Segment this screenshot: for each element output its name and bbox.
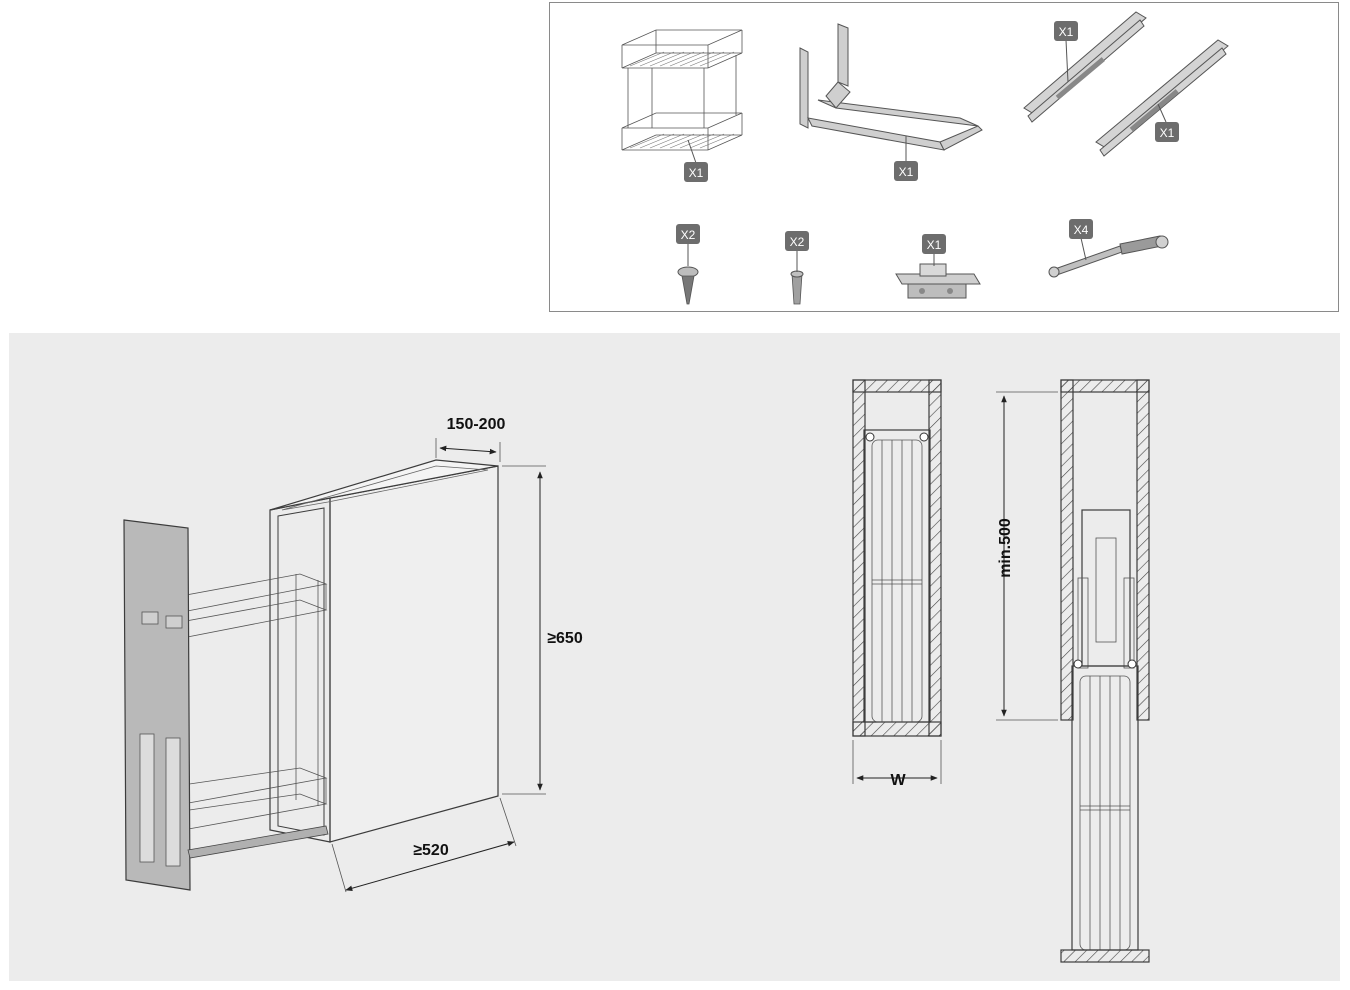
height-label: ≥650: [547, 630, 583, 647]
width-range-label: 150-200: [447, 416, 506, 433]
qty-badge-runner-right: X1: [1155, 122, 1179, 142]
qty-badge-frame: X1: [894, 161, 918, 181]
qty-label-plug: X2: [790, 235, 805, 249]
qty-badge-bracket: X1: [922, 234, 946, 254]
damper-part-illustration: [1048, 235, 1169, 278]
width-dimension: 150-200: [435, 416, 506, 462]
runner-parts-illustration: [1023, 11, 1229, 157]
qty-badge-plug: X2: [785, 231, 809, 251]
basket-part-illustration: [621, 29, 743, 151]
width-symbol-label: W: [890, 772, 906, 789]
top-view-closed: W: [852, 379, 942, 789]
qty-label-bracket: X1: [927, 238, 942, 252]
wall-plug-part-illustration: [790, 270, 804, 305]
bracket-part-illustration: [895, 263, 981, 299]
qty-label-runner-right: X1: [1160, 126, 1175, 140]
qty-badge-damper: X4: [1069, 219, 1093, 239]
qty-label-basket: X1: [689, 166, 704, 180]
top-view-open: min.500: [996, 379, 1150, 963]
qty-label-damper: X4: [1074, 223, 1089, 237]
min-clearance-label: min.500: [997, 518, 1014, 578]
frame-part-illustration: [799, 23, 983, 151]
qty-badge-basket: X1: [684, 162, 708, 182]
cabinet-isometric-view: [123, 459, 499, 891]
qty-badge-runner-left: X1: [1054, 21, 1078, 41]
qty-label-screw: X2: [681, 228, 696, 242]
height-dimension: ≥650: [502, 465, 583, 795]
qty-badge-screw: X2: [676, 224, 700, 244]
depth-label: ≥520: [413, 842, 449, 859]
qty-label-runner-left: X1: [1059, 25, 1074, 39]
screw-part-illustration: [677, 266, 699, 305]
installation-drawing-panel: [9, 333, 1340, 981]
qty-label-frame: X1: [899, 165, 914, 179]
depth-dimension: ≥520: [331, 797, 517, 893]
